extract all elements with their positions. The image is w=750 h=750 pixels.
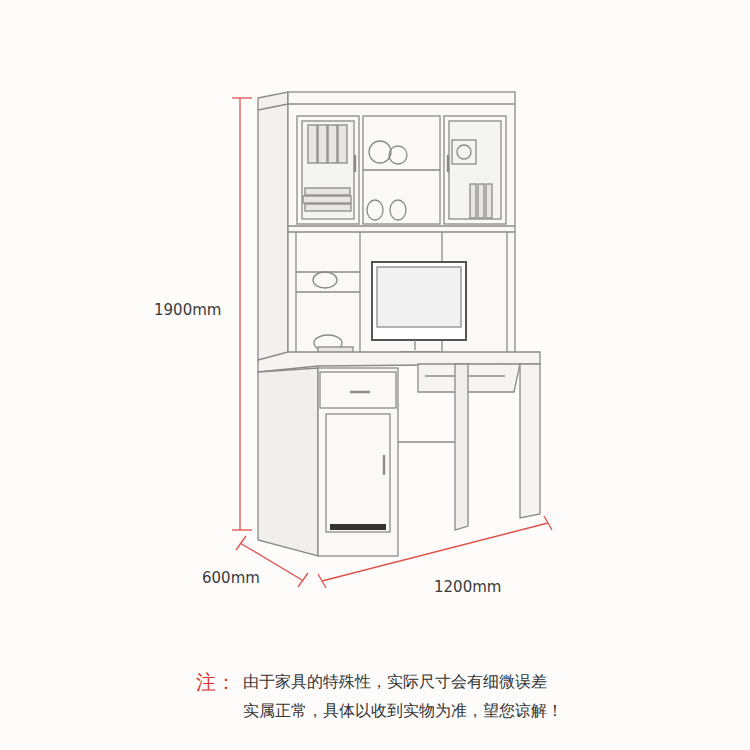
depth-dimension: 600mm [200,569,262,587]
note-text: 实属正常，具体以收到实物为准，望您谅解！ [243,702,563,721]
height-dimension: 1900mm [152,301,223,319]
note-mark: 注： [196,670,236,694]
note-text: 由于家具的特殊性，实际尺寸会有细微误差 [243,673,547,692]
width-dimension: 1200mm [432,578,503,596]
